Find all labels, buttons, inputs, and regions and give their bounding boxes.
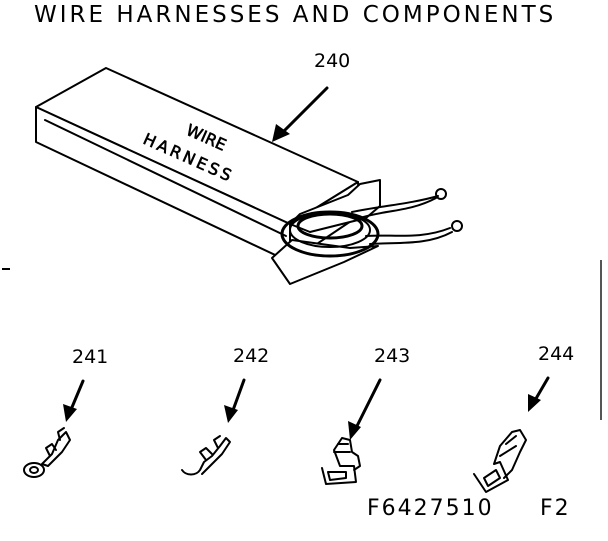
figure-code: F6427510	[367, 496, 494, 521]
callout-242: 242	[233, 345, 270, 367]
wire-harness-box: WIRE HARNESS	[35, 67, 463, 285]
leader-arrows	[63, 86, 550, 440]
margin-tick	[2, 268, 10, 270]
scan-edge	[600, 260, 602, 420]
female-connector-244	[473, 429, 527, 493]
callout-240: 240	[314, 50, 351, 72]
female-connector-243	[321, 437, 361, 485]
callout-241: 241	[72, 346, 109, 368]
sheet-number: F2	[540, 496, 571, 521]
page-title: WIRE HARNESSES AND COMPONENTS	[34, 2, 557, 28]
callout-243: 243	[374, 345, 411, 367]
ring-terminal-241	[23, 427, 71, 478]
callout-244: 244	[538, 343, 575, 365]
hook-terminal-242	[181, 435, 231, 476]
